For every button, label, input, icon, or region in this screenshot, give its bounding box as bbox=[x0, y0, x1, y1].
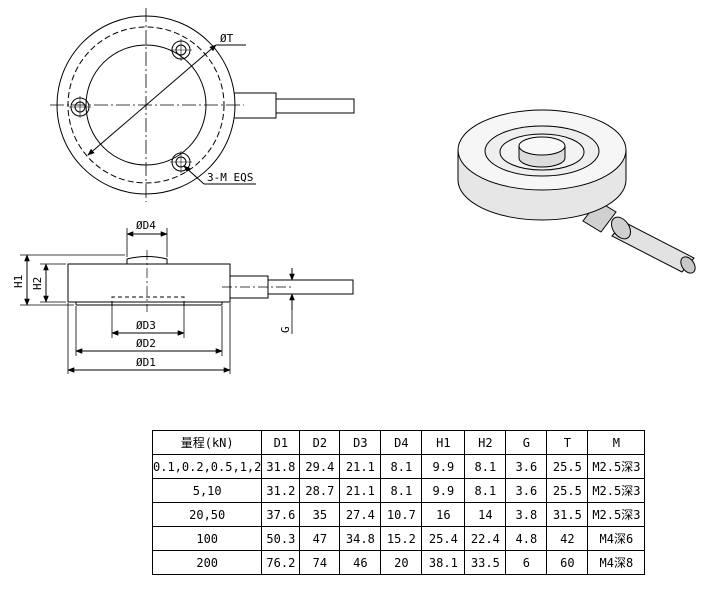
table-cell: 46 bbox=[339, 550, 382, 575]
eqs-leader bbox=[183, 165, 205, 185]
table-cell: 10.7 bbox=[380, 502, 423, 527]
side-view-hidden-recess bbox=[111, 296, 185, 305]
phi-t-dimension-line bbox=[87, 44, 217, 156]
table-cell: 9.9 bbox=[421, 478, 466, 503]
phi-t-label: ØT bbox=[220, 32, 234, 45]
spec-header-t: T bbox=[546, 430, 589, 455]
table-cell: 3.6 bbox=[505, 454, 548, 479]
spec-header-d4: D4 bbox=[380, 430, 423, 455]
table-cell: 27.4 bbox=[339, 502, 382, 527]
table-cell: 76.2 bbox=[261, 550, 301, 575]
table-row: 0.1,0.2,0.5,1,2 31.8 29.4 21.1 8.1 9.9 8… bbox=[151, 454, 646, 479]
table-cell: 4.8 bbox=[505, 526, 548, 551]
table-cell: 5,10 bbox=[151, 478, 263, 503]
table-cell: 20,50 bbox=[151, 502, 263, 527]
spec-header-g: G bbox=[505, 430, 548, 455]
table-cell: 33.5 bbox=[464, 550, 507, 575]
side-view bbox=[20, 228, 354, 374]
table-cell: 9.9 bbox=[421, 454, 466, 479]
spec-header-d2: D2 bbox=[299, 430, 341, 455]
spec-header-h1: H1 bbox=[421, 430, 466, 455]
table-cell: M2.5深3 bbox=[587, 502, 646, 527]
phi-d4-label: ØD4 bbox=[136, 219, 156, 232]
table-cell: M4深6 bbox=[587, 526, 646, 551]
table-cell: 37.6 bbox=[261, 502, 301, 527]
table-cell: 25.5 bbox=[546, 454, 589, 479]
table-cell: 8.1 bbox=[380, 478, 423, 503]
table-cell: 50.3 bbox=[261, 526, 301, 551]
table-cell: 20 bbox=[380, 550, 423, 575]
spec-header-d3: D3 bbox=[339, 430, 382, 455]
side-view-body bbox=[67, 263, 231, 303]
table-cell: 47 bbox=[299, 526, 341, 551]
phi-d3-label: ØD3 bbox=[136, 319, 156, 332]
table-cell: 21.1 bbox=[339, 478, 382, 503]
table-cell: 3.8 bbox=[505, 502, 548, 527]
table-cell: 34.8 bbox=[339, 526, 382, 551]
top-view bbox=[50, 8, 355, 202]
table-row: 100 50.3 47 34.8 15.2 25.4 22.4 4.8 42 M… bbox=[151, 526, 646, 551]
table-cell: 21.1 bbox=[339, 454, 382, 479]
table-cell: 22.4 bbox=[464, 526, 507, 551]
eqs-label: 3-M EQS bbox=[207, 171, 253, 184]
table-row: 5,10 31.2 28.7 21.1 8.1 9.9 8.1 3.6 25.5… bbox=[151, 478, 646, 503]
isometric-view bbox=[457, 109, 696, 274]
table-row: 200 76.2 74 46 20 38.1 33.5 6 60 M4深8 bbox=[151, 550, 646, 575]
table-cell: 100 bbox=[151, 526, 263, 551]
table-cell: 31.8 bbox=[261, 454, 301, 479]
table-cell: 60 bbox=[546, 550, 589, 575]
phi-d1-label: ØD1 bbox=[136, 356, 156, 369]
table-cell: 0.1,0.2,0.5,1,2 bbox=[151, 454, 263, 479]
table-cell: 31.2 bbox=[261, 478, 301, 503]
top-view-cable bbox=[275, 98, 355, 114]
table-cell: 38.1 bbox=[421, 550, 466, 575]
table-cell: 25.4 bbox=[421, 526, 466, 551]
spec-header-m: M bbox=[587, 430, 646, 455]
table-row: 20,50 37.6 35 27.4 10.7 16 14 3.8 31.5 M… bbox=[151, 502, 646, 527]
table-cell: 28.7 bbox=[299, 478, 341, 503]
table-cell: 6 bbox=[505, 550, 548, 575]
table-cell: 31.5 bbox=[546, 502, 589, 527]
table-cell: 25.5 bbox=[546, 478, 589, 503]
table-cell: M2.5深3 bbox=[587, 478, 646, 503]
table-cell: 42 bbox=[546, 526, 589, 551]
table-cell: 16 bbox=[421, 502, 466, 527]
table-cell: 8.1 bbox=[464, 454, 507, 479]
table-cell: 14 bbox=[464, 502, 507, 527]
table-cell: 200 bbox=[151, 550, 263, 575]
spec-table-header-row: 量程(kN) D1 D2 D3 D4 H1 H2 G T M bbox=[151, 430, 646, 455]
table-cell: 29.4 bbox=[299, 454, 341, 479]
table-cell: 8.1 bbox=[464, 478, 507, 503]
spec-header-h2: H2 bbox=[464, 430, 507, 455]
table-cell: 74 bbox=[299, 550, 341, 575]
spec-header-d1: D1 bbox=[261, 430, 301, 455]
technical-drawing: ØT 3-M EQS bbox=[12, 8, 696, 374]
iso-cable bbox=[582, 200, 696, 274]
g-label: G bbox=[279, 326, 292, 333]
table-cell: 15.2 bbox=[380, 526, 423, 551]
spec-table: 量程(kN) D1 D2 D3 D4 H1 H2 G T M 0.1,0.2,0… bbox=[151, 430, 646, 575]
table-cell: 8.1 bbox=[380, 454, 423, 479]
table-cell: M4深8 bbox=[587, 550, 646, 575]
phi-d2-label: ØD2 bbox=[136, 337, 156, 350]
table-cell: 35 bbox=[299, 502, 341, 527]
table-cell: M2.5深3 bbox=[587, 454, 646, 479]
h2-label: H2 bbox=[31, 277, 44, 290]
h1-label: H1 bbox=[12, 275, 25, 288]
iso-button-top bbox=[518, 136, 566, 156]
table-cell: 3.6 bbox=[505, 478, 548, 503]
spec-header-range: 量程(kN) bbox=[151, 430, 263, 455]
